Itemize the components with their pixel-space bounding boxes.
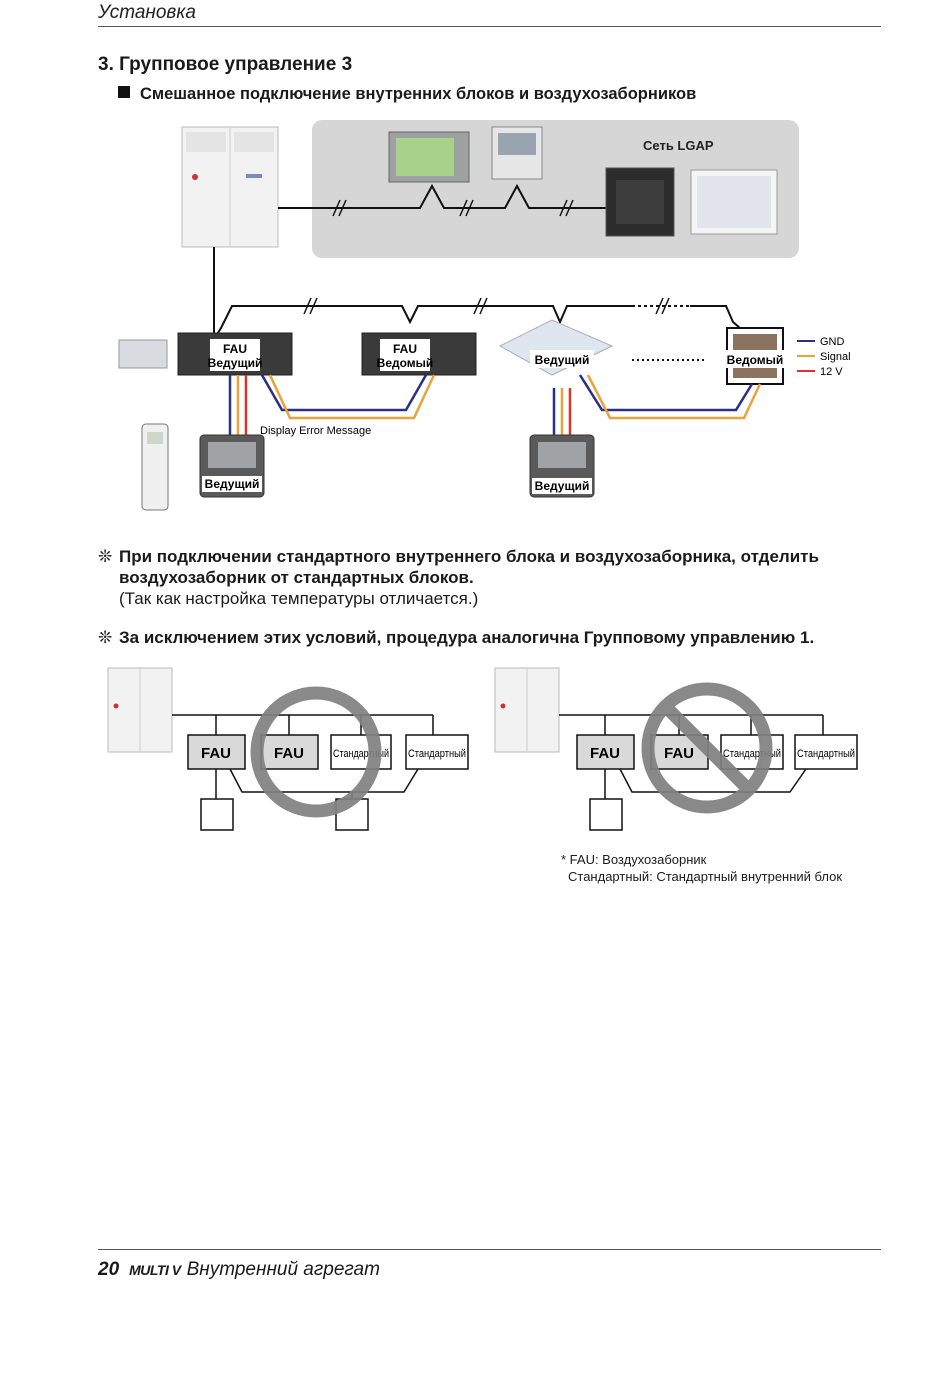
bad-label-1: FAU [590, 745, 620, 762]
footer-rule [98, 1249, 881, 1250]
example-ok: FAU FAU Стандартный Стандартный [107, 667, 469, 831]
note-1-normal: (Так как настройка температуры отличаетс… [119, 589, 479, 608]
controller2-role: Ведущий [535, 479, 590, 493]
note-1-bold: При подключении стандартного внутреннего… [119, 547, 819, 587]
abbr-fau: * FAU: Воздухозаборник [561, 852, 707, 867]
legend-12v: 12 V [820, 366, 843, 378]
note-2: ❊ За исключением этих условий, процедура… [98, 627, 880, 649]
bad-label-2: FAU [664, 745, 694, 762]
example-diagrams: FAU FAU Стандартный Стандартный FAU FAU … [107, 667, 858, 831]
note-symbol: ❊ [98, 547, 113, 566]
break-marks-bus [303, 297, 670, 315]
brand-logo: MULTI V [129, 1262, 181, 1278]
panel-role: Ведомый [727, 353, 784, 367]
section-subtitle: Смешанное подключение внутренних блоков … [140, 85, 697, 103]
legend-signal: Signal [820, 351, 851, 363]
document-title: Внутренний агрегат [186, 1259, 380, 1280]
abbr-standard: Стандартный: Стандартный внутренний блок [568, 869, 843, 884]
section-title: 3. Групповое управление 3 [98, 54, 353, 75]
cassette-role: Ведущий [535, 353, 590, 367]
cassette-unit [498, 319, 614, 376]
page-number: 20 [98, 1259, 120, 1280]
bad-label-4: Стандартный [797, 748, 855, 760]
prohibited-icon [641, 682, 773, 814]
note-symbol: ❊ [98, 628, 113, 647]
controller2-wiring [552, 388, 572, 435]
central-controller-image [491, 126, 543, 180]
footer: 20 MULTI V Внутренний агрегат [98, 1259, 380, 1281]
display-error-label: Display Error Message [260, 425, 371, 437]
ok-label-2: FAU [274, 745, 304, 762]
fau2-role: Ведомый [377, 356, 434, 370]
controller1-wiring [228, 375, 248, 435]
panel-unit [725, 327, 785, 385]
network-label: Сеть LGAP [643, 138, 714, 153]
fau-unit-2 [361, 332, 477, 376]
ok-label-1: FAU [201, 745, 231, 762]
fau-wiring [260, 374, 436, 420]
cassette-wiring [578, 374, 762, 420]
wiring-diagram: Сеть LGAP [118, 120, 851, 511]
fau1-role: Ведущий [208, 356, 263, 370]
note-1: ❊ При подключении стандартного внутренне… [98, 546, 880, 608]
pc-screen-image [690, 169, 778, 235]
gateway-image [605, 167, 675, 237]
header-title: Установка [98, 2, 196, 23]
remote-control-image [141, 423, 169, 511]
note-2-bold: За исключением этих условий, процедура а… [119, 628, 815, 647]
legend-gnd: GND [820, 336, 845, 348]
outdoor-unit-image [181, 126, 279, 248]
fau-unit-1 [177, 332, 293, 376]
allowed-circle-icon [250, 686, 382, 818]
controller1-role: Ведущий [205, 477, 260, 491]
wired-controller-2 [529, 434, 595, 498]
header-rule [98, 26, 881, 27]
touch-controller-image [388, 131, 470, 183]
receiver-module-image [118, 339, 168, 369]
break-marks-top [332, 199, 574, 217]
example-bad: FAU FAU Стандартный Стандартный [494, 667, 858, 831]
fau1-type: FAU [223, 342, 247, 356]
bullet-square [118, 86, 130, 98]
ok-label-4: Стандартный [408, 748, 466, 760]
abbreviation-notes: * FAU: Воздухозаборник Стандартный: Стан… [561, 851, 842, 885]
wired-controller-1 [199, 434, 265, 498]
fau2-type: FAU [393, 342, 417, 356]
